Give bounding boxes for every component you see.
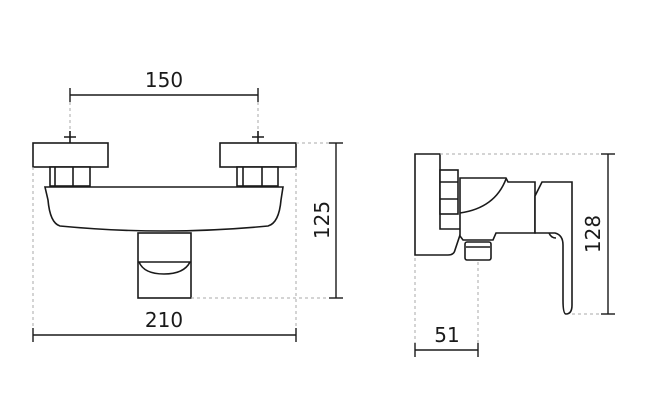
wall-cover: [414, 153, 464, 256]
body-contour: [459, 178, 507, 214]
spout-outlet: [137, 261, 192, 275]
lever-detail: [548, 232, 557, 239]
spout: [137, 232, 192, 299]
right-eccentric-cover: [219, 142, 297, 168]
left-eccentric-cover: [32, 142, 109, 168]
dimension-label-51: 51: [434, 323, 459, 347]
center-mark-icon: [64, 131, 264, 143]
side-body: [459, 177, 536, 241]
dimension-label-150: 150: [145, 68, 183, 92]
side-nut: [439, 169, 459, 215]
mixer-body: [43, 186, 284, 232]
dimension-label-128: 128: [581, 215, 605, 253]
dimension-label-125: 125: [310, 201, 334, 239]
lever-handle: [534, 181, 573, 315]
outlet-nut: [464, 241, 492, 261]
left-nut: [49, 166, 91, 187]
dimension-label-210: 210: [145, 308, 183, 332]
side-view: 128 51: [414, 153, 615, 357]
front-view: 150 125 210: [32, 68, 343, 342]
right-nut: [236, 166, 279, 187]
